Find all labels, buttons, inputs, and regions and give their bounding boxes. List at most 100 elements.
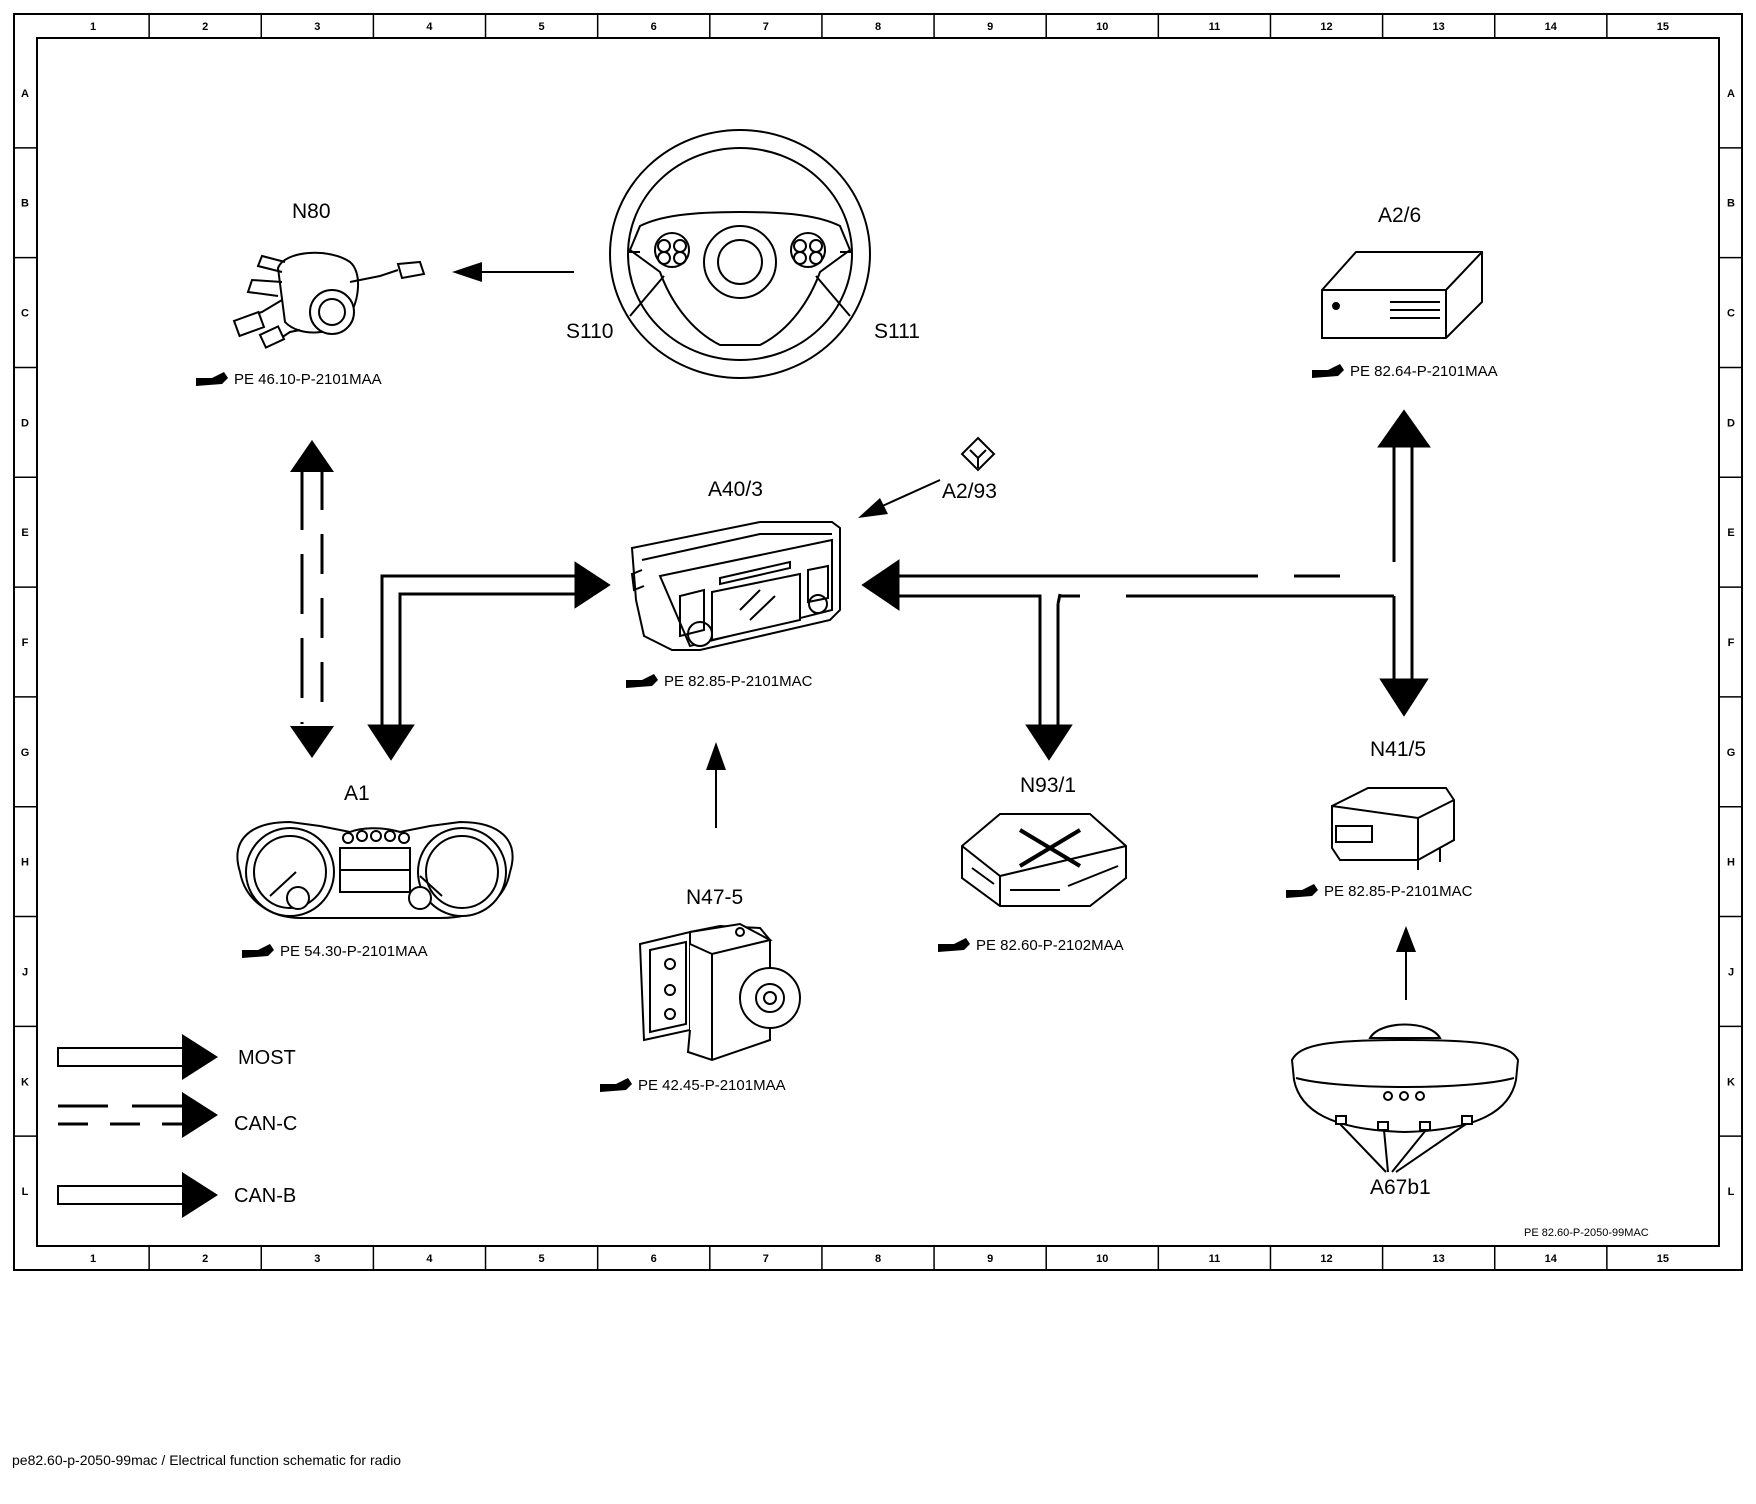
grid-column-15-bottom: 15	[1657, 1253, 1669, 1265]
n80-reference: PE 46.10-P-2101MAA	[196, 371, 382, 388]
grid-column-13-top: 13	[1433, 21, 1445, 33]
grid-row-D-left: D	[21, 417, 29, 429]
grid-row-G-right: G	[1727, 747, 1736, 759]
s110-label: S110	[566, 320, 614, 343]
grid-row-F-right: F	[1728, 637, 1735, 649]
drawing-id: PE 82.60-P-2050-99MAC	[1524, 1227, 1649, 1239]
grid-row-F-left: F	[22, 637, 29, 649]
grid-row-J-right: J	[1728, 966, 1734, 978]
grid-column-12-top: 12	[1320, 21, 1332, 33]
a67b1-label: A67b1	[1370, 1176, 1431, 1199]
svg-text:PE 82.85-P-2101MAC: PE 82.85-P-2101MAC	[664, 673, 813, 690]
n47-5-esp-unit-icon	[638, 922, 801, 1062]
grid-column-7-bottom: 7	[763, 1253, 769, 1265]
grid-column-11-top: 11	[1209, 21, 1221, 33]
svg-text:PE 82.64-P-2101MAA: PE 82.64-P-2101MAA	[1350, 363, 1498, 380]
legend-can-c: CAN-C	[58, 1092, 297, 1138]
grid-row-J-left: J	[22, 966, 28, 978]
svg-text:PE 82.60-P-2102MAA: PE 82.60-P-2102MAA	[976, 937, 1124, 954]
can-c-n80-a1-link	[290, 440, 334, 758]
grid-column-11-bottom: 11	[1209, 1253, 1221, 1265]
grid-column-2-top: 2	[202, 21, 208, 33]
legend-most-arrowhead	[182, 1034, 218, 1080]
svg-text:CAN-C: CAN-C	[234, 1113, 297, 1135]
can-b-a40-3-n41-5-link	[1060, 574, 1396, 680]
grid-row-L-left: L	[22, 1186, 29, 1198]
grid-row-K-left: K	[21, 1076, 29, 1088]
grid-row-A-right: A	[1727, 88, 1735, 100]
a67b1-to-n41-5-arrow	[1396, 926, 1416, 1000]
grid-column-6-bottom: 6	[651, 1253, 657, 1265]
a2-6-reference: PE 82.64-P-2101MAA	[1312, 363, 1498, 380]
grid-column-12-bottom: 12	[1320, 1253, 1332, 1265]
a40-3-reference: PE 82.85-P-2101MAC	[626, 673, 813, 690]
n80-label: N80	[292, 200, 331, 223]
grid-column-13-bottom: 13	[1433, 1253, 1445, 1265]
grid-marks: 1122334455667788991010111112121313141415…	[14, 14, 1742, 1270]
grid-column-5-bottom: 5	[539, 1253, 545, 1265]
grid-row-C-right: C	[1727, 308, 1735, 320]
legend-can-c-arrowhead	[182, 1092, 218, 1138]
a2-93-to-a40-3-arrow	[858, 479, 941, 518]
n80-steering-column-module-icon	[232, 251, 426, 349]
reference-icon	[1286, 884, 1318, 898]
svg-text:CAN-B: CAN-B	[234, 1185, 296, 1207]
n47-5-reference: PE 42.45-P-2101MAA	[600, 1077, 786, 1094]
grid-column-10-bottom: 10	[1096, 1253, 1108, 1265]
n93-1-control-unit-icon	[961, 813, 1127, 907]
a2-93-label: A2/93	[942, 480, 997, 503]
svg-text:PE 42.45-P-2101MAA: PE 42.45-P-2101MAA	[638, 1077, 786, 1094]
grid-row-A-left: A	[21, 88, 29, 100]
grid-column-7-top: 7	[763, 21, 769, 33]
outer-frame	[13, 13, 1743, 1271]
grid-column-8-bottom: 8	[875, 1253, 881, 1265]
grid-column-14-bottom: 14	[1545, 1253, 1558, 1265]
grid-row-H-left: H	[21, 857, 29, 869]
grid-column-3-top: 3	[314, 21, 320, 33]
grid-column-15-top: 15	[1657, 21, 1669, 33]
reference-icon	[626, 674, 658, 688]
grid-column-10-top: 10	[1096, 21, 1108, 33]
grid-row-K-right: K	[1727, 1076, 1735, 1088]
steering-to-n80-arrow	[452, 262, 574, 282]
a1-reference: PE 54.30-P-2101MAA	[242, 943, 428, 960]
grid-column-14-top: 14	[1545, 21, 1558, 33]
grid-column-9-bottom: 9	[987, 1253, 993, 1265]
n93-1-label: N93/1	[1020, 774, 1076, 797]
n47-5-to-a40-3-arrow	[706, 742, 726, 828]
grid-column-1-top: 1	[90, 21, 96, 33]
a2-6-label: A2/6	[1378, 204, 1421, 227]
grid-row-E-right: E	[1727, 527, 1734, 539]
reference-icon	[938, 938, 970, 952]
grid-row-C-left: C	[21, 308, 29, 320]
svg-text:PE 82.85-P-2101MAC: PE 82.85-P-2101MAC	[1324, 883, 1473, 900]
svg-text:MOST: MOST	[238, 1047, 296, 1069]
grid-row-L-right: L	[1728, 1186, 1735, 1198]
grid-column-1-bottom: 1	[90, 1253, 96, 1265]
n41-5-label: N41/5	[1370, 738, 1426, 761]
most-a2-6-n41-5-link	[1377, 409, 1431, 717]
a1-instrument-cluster-icon	[236, 820, 514, 919]
grid-column-3-bottom: 3	[314, 1253, 320, 1265]
reference-icon	[196, 372, 228, 386]
svg-text:PE 54.30-P-2101MAA: PE 54.30-P-2101MAA	[280, 943, 428, 960]
grid-column-6-top: 6	[651, 21, 657, 33]
a67b1-mirror-microphone-icon	[1290, 1023, 1520, 1173]
grid-row-B-left: B	[21, 198, 29, 210]
legend-can-b-arrowhead	[182, 1172, 218, 1218]
a1-label: A1	[344, 782, 370, 805]
most-a40-3-n93-1-link	[861, 559, 1160, 761]
grid-column-2-bottom: 2	[202, 1253, 208, 1265]
a2-6-cd-changer-icon	[1321, 251, 1483, 339]
steering-wheel-icon	[609, 129, 871, 379]
n41-5-control-unit-icon	[1331, 787, 1455, 870]
a2-93-antenna-symbol	[960, 436, 996, 472]
grid-column-8-top: 8	[875, 21, 881, 33]
figure-caption: pe82.60-p-2050-99mac / Electrical functi…	[12, 1452, 402, 1468]
n47-5-label: N47-5	[686, 886, 743, 909]
grid-row-G-left: G	[21, 747, 30, 759]
a40-3-head-unit-icon	[630, 521, 841, 651]
grid-row-D-right: D	[1727, 417, 1735, 429]
legend-most: MOST	[57, 1034, 296, 1080]
s111-label: S111	[874, 320, 920, 343]
